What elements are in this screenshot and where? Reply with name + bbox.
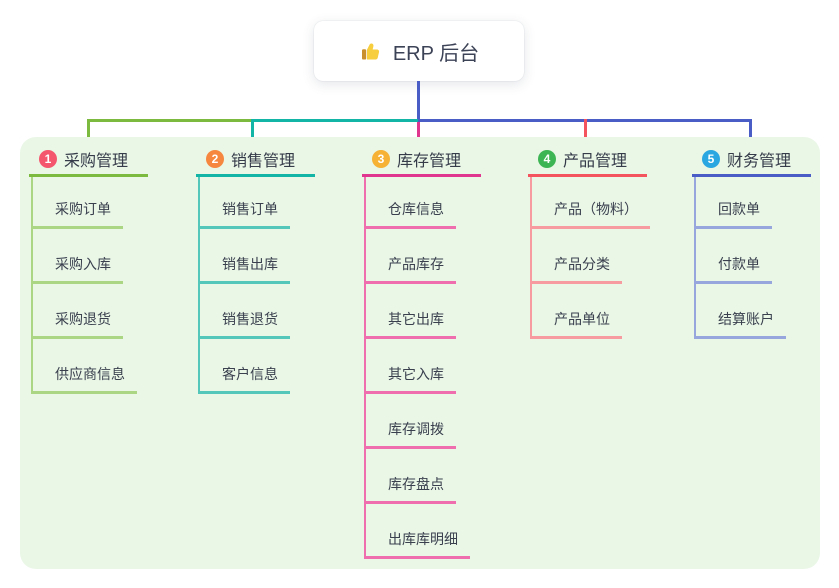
branch-children: 回款单 付款单 结算账户 [694,177,786,339]
child-label: 销售退货 [222,311,278,327]
branch-index-badge: 4 [538,149,556,168]
branch-children: 仓库信息 产品库存 其它出库 其它入库 库存调拨 库存盘点 出库库明细 [364,177,470,559]
branch-3: 3 库存管理 仓库信息 产品库存 其它出库 其它入库 库存调拨 库存盘点 出库库… [362,147,532,559]
child-node[interactable]: 供应商信息 [33,339,137,394]
child-label: 其它入库 [388,366,444,382]
connector-drop-5 [749,119,752,147]
root-title: ERP 后台 [392,42,480,65]
connector-drop-1 [87,119,90,147]
connector-drop-2 [251,119,254,147]
child-label: 产品分类 [554,256,610,272]
branch-title: 销售管理 [231,152,296,170]
child-label: 采购入库 [55,256,111,272]
child-label: 结算账户 [718,311,774,327]
branch-header[interactable]: 4 产品管理 [528,147,647,177]
child-node[interactable]: 采购入库 [33,229,123,284]
child-node[interactable]: 付款单 [696,229,772,284]
branch-header[interactable]: 2 销售管理 [196,147,315,177]
child-node[interactable]: 结算账户 [696,284,786,339]
child-label: 采购订单 [55,201,111,217]
branch-index-badge: 1 [39,149,57,168]
child-node[interactable]: 销售出库 [200,229,290,284]
branch-title: 库存管理 [397,152,462,170]
child-node[interactable]: 其它出库 [366,284,456,339]
child-label: 销售订单 [222,201,278,217]
child-label: 其它出库 [388,311,444,327]
branch-5: 5 财务管理 回款单 付款单 结算账户 [692,147,839,339]
thumbs-up-icon [359,39,383,63]
child-node[interactable]: 销售退货 [200,284,290,339]
child-label: 出库库明细 [388,531,458,547]
branch-children: 销售订单 销售出库 销售退货 客户信息 [198,177,290,394]
branch-header[interactable]: 3 库存管理 [362,147,481,177]
branches-panel [20,137,820,569]
child-node[interactable]: 产品库存 [366,229,456,284]
root-node[interactable]: ERP 后台 [314,21,524,81]
child-label: 回款单 [718,201,760,217]
connector-horizontal-2 [254,119,418,122]
branch-title: 产品管理 [563,152,628,170]
branch-children: 产品（物料） 产品分类 产品单位 [530,177,650,339]
child-label: 产品单位 [554,311,610,327]
branch-4: 4 产品管理 产品（物料） 产品分类 产品单位 [528,147,698,339]
branch-index-badge: 5 [702,149,720,168]
branch-index-badge: 3 [372,149,390,168]
child-label: 采购退货 [55,311,111,327]
child-node[interactable]: 产品分类 [532,229,622,284]
branch-1: 1 采购管理 采购订单 采购入库 采购退货 供应商信息 [29,147,199,394]
child-node[interactable]: 产品单位 [532,284,622,339]
branch-title: 采购管理 [64,152,129,170]
child-label: 供应商信息 [55,366,125,382]
child-label: 客户信息 [222,366,278,382]
connector-horizontal-1 [87,119,254,122]
child-label: 付款单 [718,256,760,272]
child-node[interactable]: 库存盘点 [366,449,456,504]
child-label: 销售出库 [222,256,278,272]
branch-children: 采购订单 采购入库 采购退货 供应商信息 [31,177,137,394]
child-node[interactable]: 销售订单 [200,177,290,229]
branch-header[interactable]: 5 财务管理 [692,147,811,177]
connector-drop-3 [417,122,420,147]
child-node[interactable]: 出库库明细 [366,504,470,559]
child-label: 产品库存 [388,256,444,272]
child-node[interactable]: 回款单 [696,177,772,229]
child-label: 产品（物料） [554,201,638,217]
child-node[interactable]: 库存调拨 [366,394,456,449]
child-node[interactable]: 仓库信息 [366,177,456,229]
branch-2: 2 销售管理 销售订单 销售出库 销售退货 客户信息 [196,147,366,394]
branch-title: 财务管理 [727,152,792,170]
child-node[interactable]: 采购退货 [33,284,123,339]
child-node[interactable]: 客户信息 [200,339,290,394]
connector-drop-4 [584,119,587,147]
branch-header[interactable]: 1 采购管理 [29,147,148,177]
connector-root-stem [417,81,420,120]
child-label: 库存调拨 [388,421,444,437]
child-label: 库存盘点 [388,476,444,492]
child-label: 仓库信息 [388,201,444,217]
child-node[interactable]: 产品（物料） [532,177,650,229]
branch-index-badge: 2 [206,149,224,168]
child-node[interactable]: 采购订单 [33,177,123,229]
child-node[interactable]: 其它入库 [366,339,456,394]
